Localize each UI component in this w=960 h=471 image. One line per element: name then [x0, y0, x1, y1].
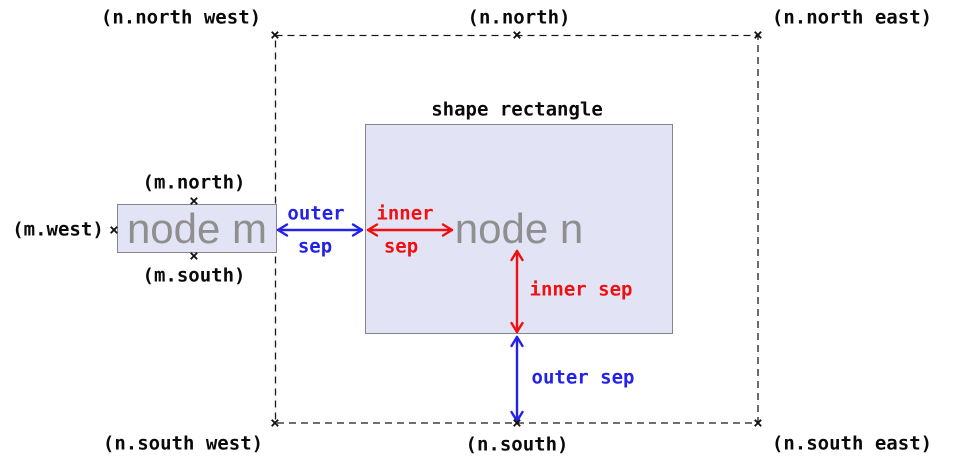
node-m-box: node m: [117, 204, 277, 253]
anchor-marker-n-south-west: ×: [270, 413, 280, 432]
outer-sep-arrow-vertical: [510, 335, 524, 423]
anchor-marker-m-west: ×: [109, 220, 119, 239]
outer-sep-arrow-horizontal: [276, 223, 364, 237]
anchor-marker-m-south: ×: [189, 246, 199, 265]
anchor-label-m-south: (m.south): [142, 264, 246, 287]
shape-rectangle-caption: shape rectangle: [431, 98, 603, 121]
node-n-box: node n: [365, 124, 673, 334]
anchor-label-n-south-west: (n.south west): [102, 432, 264, 455]
inner-sep-v-label: inner sep: [529, 278, 633, 301]
anchor-label-m-north: (m.north): [142, 171, 246, 194]
anchor-marker-m-north: ×: [189, 191, 199, 210]
outer-sep-h-label-line1: outer: [287, 202, 345, 225]
outer-sep-h-label-line2: sep: [297, 235, 333, 258]
outer-sep-v-label: outer sep: [531, 366, 635, 389]
anchor-marker-n-north-west: ×: [270, 25, 280, 44]
node-n-label: node n: [454, 205, 584, 252]
anchor-label-n-south: (n.south): [465, 433, 569, 456]
anchor-label-n-north: (n.north): [467, 6, 571, 29]
anchor-marker-n-north: ×: [512, 25, 522, 44]
anchor-marker-n-north-east: ×: [753, 25, 763, 44]
anchor-marker-n-south-east: ×: [753, 413, 763, 432]
anchor-label-m-west: (m.west): [12, 218, 104, 241]
node-m-label: node m: [126, 204, 268, 252]
anchor-marker-n-south: ×: [512, 413, 522, 432]
inner-sep-h-label-line2: sep: [383, 235, 419, 258]
inner-sep-h-label-line1: inner: [376, 202, 434, 225]
anchor-label-n-north-east: (n.north east): [771, 6, 933, 29]
anchor-label-n-south-east: (n.south east): [771, 432, 933, 455]
anchor-label-n-north-west: (n.north west): [100, 6, 262, 29]
